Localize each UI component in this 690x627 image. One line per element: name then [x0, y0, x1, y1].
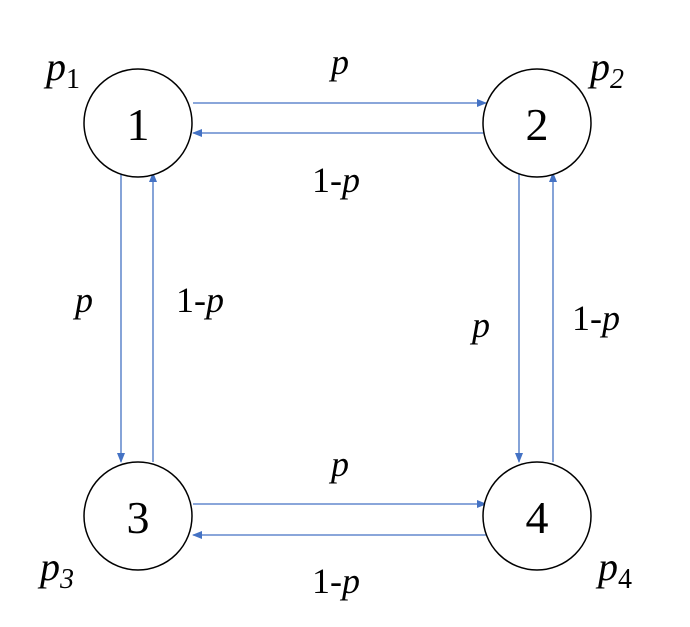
- node-2-prob-symbol: p: [587, 44, 610, 89]
- node-1-label: 1: [127, 99, 150, 150]
- node-1-circle: [83, 68, 193, 178]
- edge-2-to-1-label: 1-p: [312, 160, 360, 200]
- node-2-prob: p2: [587, 44, 624, 95]
- node-4-prob: p4: [595, 544, 632, 595]
- node-3-circle: [83, 461, 193, 571]
- node-2-label: 2: [526, 99, 549, 150]
- node-3-prob-symbol: p: [37, 544, 60, 589]
- node-2-prob-sub: 2: [610, 64, 624, 95]
- edge-4-to-2-label: 1-p: [572, 298, 620, 338]
- node-1-prob-sub: 1: [66, 64, 80, 95]
- node-4-prob-symbol: p: [595, 544, 618, 589]
- edge-1-to-2-label: p: [328, 42, 349, 82]
- node-3-label: 3: [127, 492, 150, 543]
- node-3: 3: [83, 461, 193, 571]
- node-3-prob: p3: [37, 544, 74, 595]
- node-4: 4: [482, 461, 592, 571]
- edge-3-to-4-label: p: [328, 444, 349, 484]
- node-2: 2: [482, 68, 592, 178]
- edge-1-to-3-label: p: [72, 280, 93, 320]
- node-1: 1: [83, 68, 193, 178]
- node-1-prob: p1: [43, 44, 80, 95]
- node-4-label: 4: [526, 492, 549, 543]
- edge-2-to-4-label: p: [469, 305, 490, 345]
- node-1-prob-symbol: p: [43, 44, 66, 89]
- node-2-circle: [482, 68, 592, 178]
- edge-3-to-1-label: 1-p: [176, 280, 224, 320]
- edge-4-to-3-label: 1-p: [312, 561, 360, 601]
- node-3-prob-sub: 3: [59, 564, 74, 595]
- node-4-prob-sub: 4: [618, 564, 632, 595]
- node-4-circle: [482, 461, 592, 571]
